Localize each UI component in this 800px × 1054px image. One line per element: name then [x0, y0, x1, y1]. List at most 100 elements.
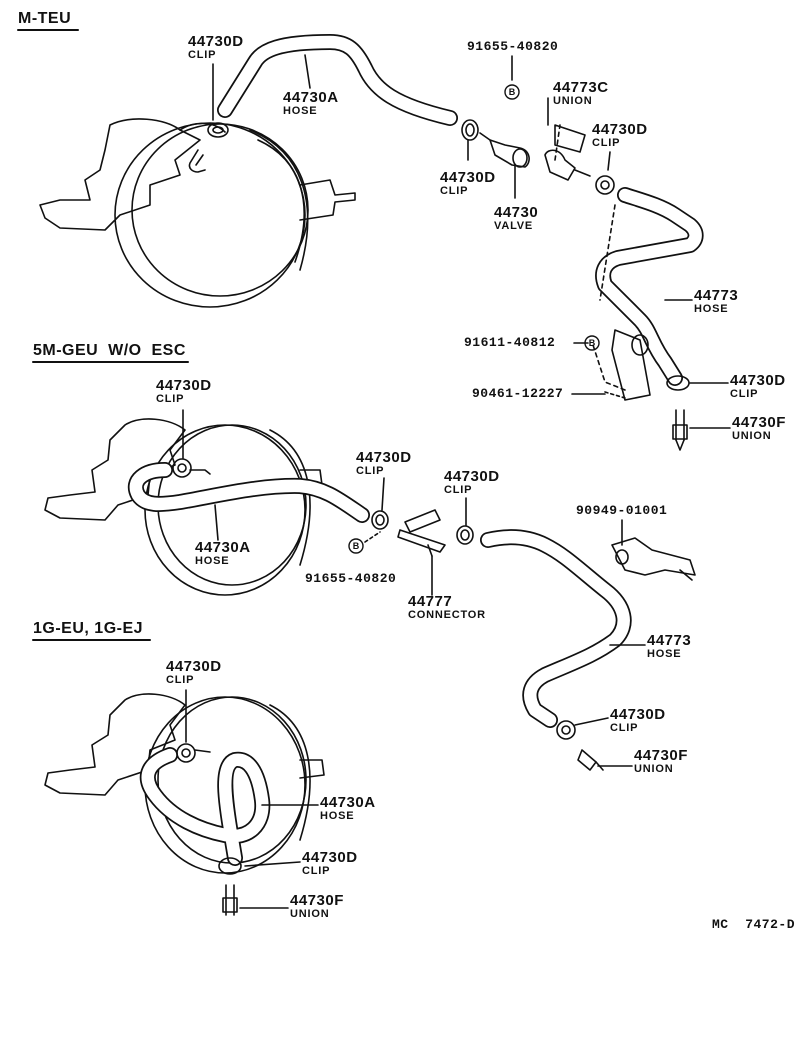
part-number: 90949-01001: [576, 503, 668, 518]
label-bolt-91655-40820: 91655-40820: [467, 40, 558, 53]
part-number: 44730D: [166, 658, 222, 675]
label-union-44773c: 44773C UNION: [553, 80, 609, 107]
part-number: 44773: [694, 287, 739, 304]
part-name: HOSE: [195, 555, 230, 567]
clip-2a: [172, 458, 192, 478]
label-bolt-91655-40820: 91655-40820: [305, 572, 396, 585]
part-number: 44730D: [188, 33, 244, 50]
part-number: 44777: [408, 593, 453, 610]
hose-44773-2: [480, 529, 632, 728]
clip-2c: [456, 525, 474, 545]
leader-14: [214, 504, 219, 541]
clip-1a: [207, 122, 229, 138]
clip-1c: [595, 175, 615, 195]
label-valve-44730: 44730 VALVE: [494, 205, 538, 232]
label-clip-44730d: 44730D CLIP: [156, 378, 212, 405]
connector-44777: [397, 509, 446, 557]
union-44730f-1: [672, 409, 688, 451]
label-clip-44730d: 44730D CLIP: [592, 122, 648, 149]
part-number: 44730F: [732, 414, 786, 431]
part-name: CLIP: [156, 393, 185, 405]
label-union-44730f: 44730F UNION: [290, 893, 344, 920]
bracket-1: [611, 329, 651, 401]
label-union-44730f: 44730F UNION: [732, 415, 786, 442]
label-clip-44730d: 44730D CLIP: [356, 450, 412, 477]
bolt-mark-2: B: [589, 338, 596, 348]
clip-2b: [371, 510, 389, 530]
part-number: 44730F: [634, 747, 688, 764]
part-name: CLIP: [444, 484, 473, 496]
part-name: UNION: [553, 95, 593, 107]
brake-booster-3: [44, 693, 325, 874]
hose-44730a-3: [139, 747, 271, 866]
bolt-1-leader: [604, 391, 626, 399]
union-44730f-2: [577, 749, 604, 771]
label-90949-01001: 90949-01001: [576, 504, 667, 517]
part-number: 91611-40812: [464, 335, 556, 350]
label-hose-44773: 44773 HOSE: [647, 633, 691, 660]
part-number: 44773C: [553, 79, 609, 96]
part-number: 91655-40820: [305, 571, 397, 586]
label-clip-44730d: 44730D CLIP: [440, 170, 496, 197]
label-connector-44777: 44777 CONNECTOR: [408, 594, 486, 621]
bolt-marks: B B B: [348, 84, 600, 554]
section-title-1geu: 1G-EU, 1G-EJ: [33, 620, 144, 637]
part-number: 44730F: [290, 892, 344, 909]
hose-44730a-2: [128, 462, 370, 523]
section-title-5mgeu: 5M-GEU W/O ESC: [33, 342, 186, 359]
leader-25: [244, 861, 301, 867]
part-name: UNION: [732, 430, 772, 442]
part-number: 44730D: [156, 377, 212, 394]
label-hose-44773: 44773 HOSE: [694, 288, 738, 315]
part-name: VALVE: [494, 220, 534, 232]
hose-44773-1: [595, 187, 704, 386]
label-union-44730f: 44730F UNION: [634, 748, 688, 775]
label-hose-44730a: 44730A HOSE: [195, 540, 251, 567]
part-number: 90461-12227: [472, 386, 564, 401]
part-name: HOSE: [283, 105, 318, 117]
part-name: CLIP: [302, 865, 331, 877]
part-name: CLIP: [592, 137, 621, 149]
part-name: HOSE: [320, 810, 355, 822]
part-number: 44773: [647, 632, 692, 649]
clip-3b: [218, 857, 242, 875]
part-number: 44730D: [302, 849, 358, 866]
part-name: CLIP: [166, 674, 195, 686]
leader-2: [304, 54, 311, 89]
part-number: 44730D: [610, 706, 666, 723]
label-clip-44730d: 44730D CLIP: [730, 373, 786, 400]
part-name: CLIP: [356, 465, 385, 477]
clip-3a: [176, 743, 196, 763]
section-title-mteu: M-TEU: [18, 10, 72, 27]
label-hose-44730a: 44730A HOSE: [320, 795, 376, 822]
part-name: CLIP: [610, 722, 639, 734]
bolt-mark-3: B: [353, 541, 360, 551]
part-number: 44730D: [356, 449, 412, 466]
label-clip-44730d: 44730D CLIP: [610, 707, 666, 734]
clip-2d: [556, 720, 576, 740]
clip-1b: [461, 119, 479, 141]
dash-lines-1: [554, 124, 626, 391]
label-90461-12227: 90461-12227: [472, 387, 563, 400]
leader-5: [607, 151, 611, 171]
part-number: 44730D: [444, 468, 500, 485]
part-name: UNION: [290, 908, 330, 920]
leader-17: [364, 531, 381, 543]
part-number: 44730D: [730, 372, 786, 389]
hose-44730a-1: [217, 34, 458, 126]
label-clip-44730d: 44730D CLIP: [166, 659, 222, 686]
part-number: 44730A: [283, 89, 339, 106]
part-number: 91655-40820: [467, 39, 559, 54]
part-number: 44730A: [195, 539, 251, 556]
union-44773c: [544, 124, 591, 181]
bracket-2: [611, 537, 696, 581]
valve-44730: [479, 132, 530, 168]
part-name: CLIP: [188, 49, 217, 61]
part-name: HOSE: [647, 648, 682, 660]
label-clip-44730d: 44730D CLIP: [302, 850, 358, 877]
label-hose-44730a: 44730A HOSE: [283, 90, 339, 117]
clip-1d: [666, 375, 690, 391]
part-name: CLIP: [440, 185, 469, 197]
